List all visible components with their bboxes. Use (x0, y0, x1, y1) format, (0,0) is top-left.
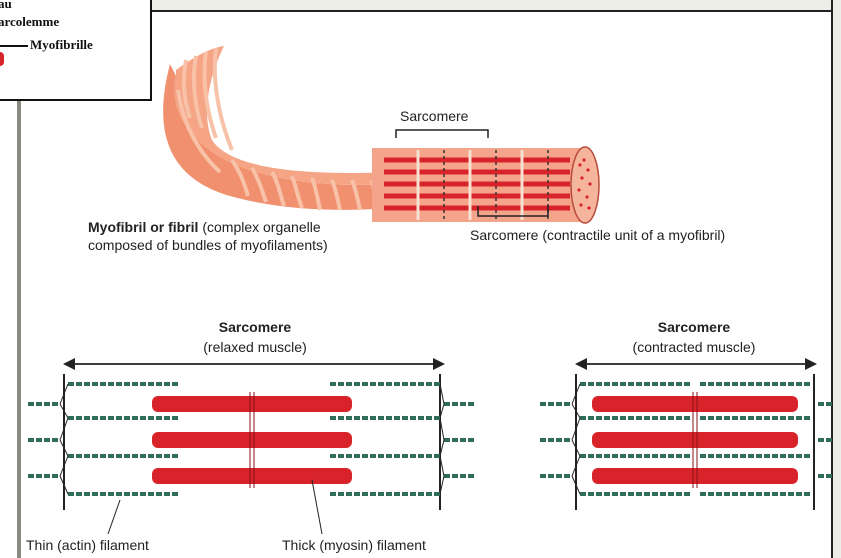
contracted-subtitle: (contracted muscle) (612, 338, 776, 356)
myofibril-caption-bold: Myofibril or fibril (88, 219, 198, 235)
relaxed-subtitle: (relaxed muscle) (180, 338, 330, 356)
inset-label-myofibrille: Myofibrille (30, 37, 93, 53)
thin-filament-leader (108, 500, 120, 534)
myofibril-illustration (163, 46, 599, 223)
inset-legend-box: au arcolemme Myofibrille (0, 0, 152, 101)
contracted-sarcomere (540, 364, 832, 510)
relaxed-sarcomere (28, 364, 476, 534)
inset-leader-line (0, 45, 28, 47)
contracted-thick-filaments (592, 396, 798, 484)
sarcomere-top-bracket (396, 130, 488, 138)
contracted-title: Sarcomere (634, 318, 754, 336)
inset-label-1: au (0, 0, 12, 12)
relaxed-title: Sarcomere (190, 318, 320, 336)
top-sarcomere-label: Sarcomere (400, 107, 468, 125)
relaxed-thick-filaments (152, 396, 352, 484)
myofibril-caption-rest: (complex organelle (198, 219, 320, 235)
thin-filament-label: Thin (actin) filament (26, 536, 149, 554)
inset-myofibril-fragment (0, 52, 4, 66)
sarcomere-caption: Sarcomere (contractile unit of a myofibr… (470, 226, 725, 244)
myofibril-caption-line2: composed of bundles of myofilaments) (88, 236, 328, 254)
thick-filament-leader (312, 480, 322, 534)
thick-filament-label: Thick (myosin) filament (282, 536, 426, 554)
myofibril-caption-line1: Myofibril or fibril (complex organelle (88, 218, 321, 236)
inset-label-sarcolemme: arcolemme (0, 14, 59, 30)
myofibril-cross-section (571, 147, 599, 223)
